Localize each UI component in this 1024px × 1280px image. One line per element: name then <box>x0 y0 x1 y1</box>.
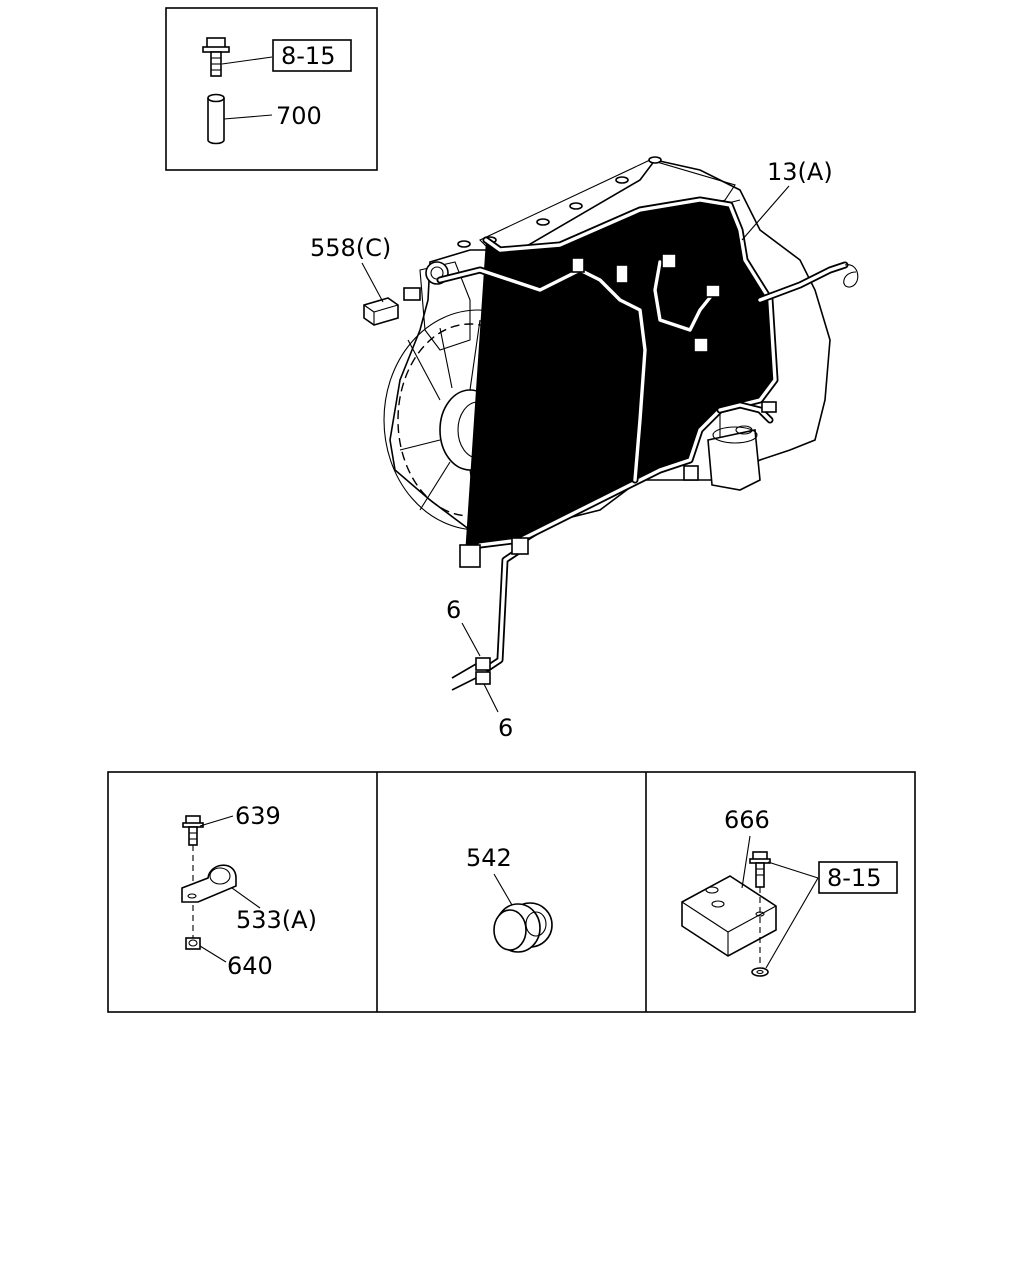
leader-line <box>741 185 790 241</box>
connector-icon <box>475 657 491 671</box>
ref-box-top <box>272 39 352 72</box>
panel-grommet: 542 <box>466 844 553 953</box>
leader-line <box>461 622 481 657</box>
ref-label-top: 8-15 <box>281 42 335 70</box>
nut-icon <box>185 937 201 950</box>
connector-icon <box>761 401 777 413</box>
part-label-666: 666 <box>724 806 770 834</box>
p-clip-icon <box>181 864 237 903</box>
leader-line <box>361 262 384 303</box>
part-label-558c: 558(C) <box>310 234 391 262</box>
connector-icon <box>705 284 721 298</box>
panel-clip: 639 533(A) 640 <box>181 802 317 980</box>
part-label-639: 639 <box>235 802 281 830</box>
connector-icon <box>693 337 709 353</box>
wiring-harness-icon <box>403 196 859 691</box>
part-label-542: 542 <box>466 844 512 872</box>
ref-box-bottom <box>818 861 898 894</box>
leader-line <box>741 835 751 889</box>
leader-line <box>221 56 273 65</box>
leader-line <box>199 815 234 827</box>
part-label-533a: 533(A) <box>236 906 317 934</box>
part-label-640: 640 <box>227 952 273 980</box>
washer-icon <box>751 967 769 977</box>
connector-icon <box>475 671 491 685</box>
leader-line <box>765 877 819 969</box>
connector-icon <box>661 253 677 269</box>
inset-bolt-spacer: 8-15 700 <box>165 7 378 171</box>
leader-line <box>199 945 227 963</box>
panel-bracket: 8-15 666 <box>681 806 898 977</box>
connector-icon <box>683 465 699 481</box>
leader-line <box>767 861 819 879</box>
grommet-icon <box>493 902 553 953</box>
leader-line <box>231 887 261 909</box>
part-label-6-lower: 6 <box>498 714 513 742</box>
connector-icon <box>511 537 529 555</box>
detail-frame <box>107 771 916 1013</box>
inset-frame <box>165 7 378 171</box>
connector-icon <box>403 287 421 301</box>
connector-icon <box>615 264 629 284</box>
connector-558c <box>363 297 399 326</box>
part-label-6-upper: 6 <box>446 596 461 624</box>
connector-icon <box>459 544 481 568</box>
leader-line <box>223 114 273 120</box>
flange-bolt-icon <box>202 37 230 77</box>
flange-bolt-icon <box>749 851 771 888</box>
leader-line <box>493 873 513 906</box>
leader-line <box>483 683 499 713</box>
ref-label-bottom: 8-15 <box>827 864 881 892</box>
part-label-13a: 13(A) <box>767 158 833 186</box>
connector-icon <box>571 257 585 273</box>
spacer-collar-icon <box>207 93 225 145</box>
flange-bolt-icon <box>182 815 204 846</box>
bracket-plate-icon <box>681 875 777 957</box>
part-label-700: 700 <box>276 102 322 130</box>
detail-panels: 639 533(A) 640 542 <box>107 771 916 1013</box>
